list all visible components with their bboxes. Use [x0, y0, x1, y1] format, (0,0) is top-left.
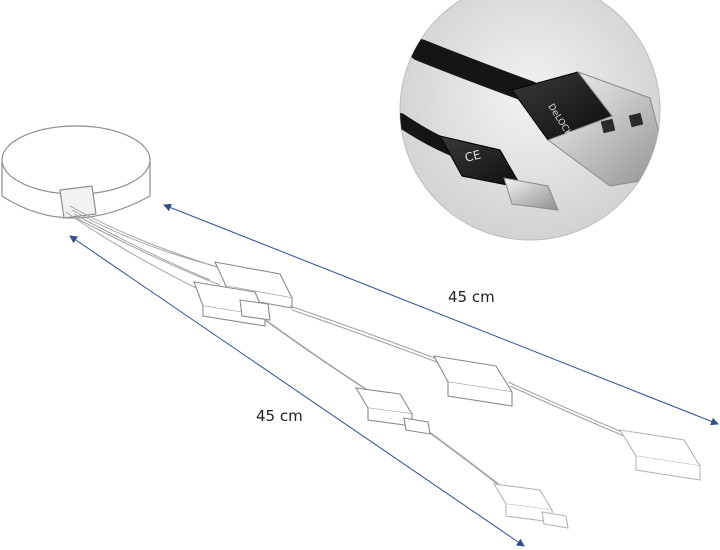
- inset-mark-text: CE: [463, 147, 482, 164]
- reel-connectors: [193, 261, 293, 327]
- mid-connectors: [354, 355, 514, 435]
- cable-bundle: [65, 205, 231, 291]
- end-connectors: [492, 429, 702, 529]
- dimension-arrow-lower: [69, 235, 525, 547]
- dimension-label-lower: 45 cm: [256, 407, 303, 425]
- cable-reel: [1, 125, 151, 219]
- micro-usb-metal: [503, 177, 559, 211]
- inset-photo: DeLOCK CE: [399, 0, 661, 241]
- dimension-label-upper: 45 cm: [448, 288, 495, 306]
